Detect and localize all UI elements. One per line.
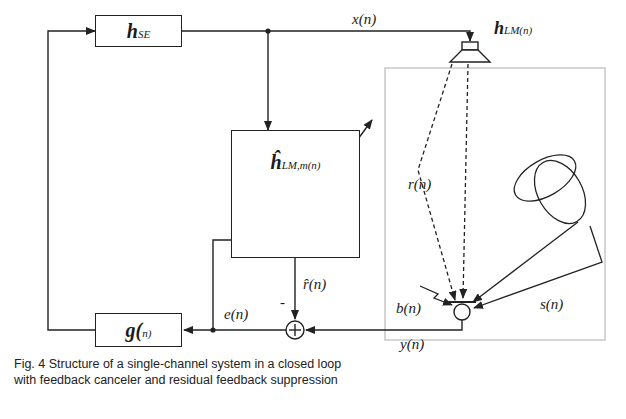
microphone-symbol bbox=[448, 302, 476, 320]
signal-label: hLM(n) bbox=[494, 20, 532, 39]
adaptive-filter-box: ĥLM,m(n) bbox=[231, 130, 360, 258]
loudspeaker-symbol bbox=[450, 42, 490, 62]
signal-label: b(n) bbox=[396, 300, 421, 317]
signal-connector bbox=[48, 31, 95, 330]
signal-wire bbox=[294, 258, 295, 319]
signal-wire bbox=[306, 320, 462, 330]
signal-label: r(n) bbox=[408, 176, 431, 193]
signal-label: e(n) bbox=[224, 306, 248, 323]
filter-box: hSE bbox=[95, 15, 182, 47]
signal-label: - bbox=[280, 294, 285, 311]
signal-wire bbox=[268, 31, 470, 41]
signal-label: s(n) bbox=[540, 296, 563, 313]
sum-symbol bbox=[286, 321, 304, 339]
signal-label: r̂(n) bbox=[303, 276, 326, 293]
signal-label: x(n) bbox=[352, 11, 376, 28]
junction-dot bbox=[210, 327, 215, 332]
room-frame bbox=[385, 68, 605, 340]
signal-label: y(n) bbox=[400, 336, 424, 353]
box-label: ĥLM,m(n) bbox=[271, 151, 321, 174]
signal-wire bbox=[184, 329, 286, 330]
signal-connector bbox=[182, 31, 268, 130]
filter-box: g(n) bbox=[95, 313, 182, 347]
noise-arrow bbox=[420, 286, 452, 305]
box-label: g(n) bbox=[126, 319, 152, 342]
figure-caption: Fig. 4 Structure of a single-channel sys… bbox=[14, 356, 354, 388]
box-label: hSE bbox=[127, 20, 150, 43]
talker-symbol bbox=[473, 145, 602, 308]
